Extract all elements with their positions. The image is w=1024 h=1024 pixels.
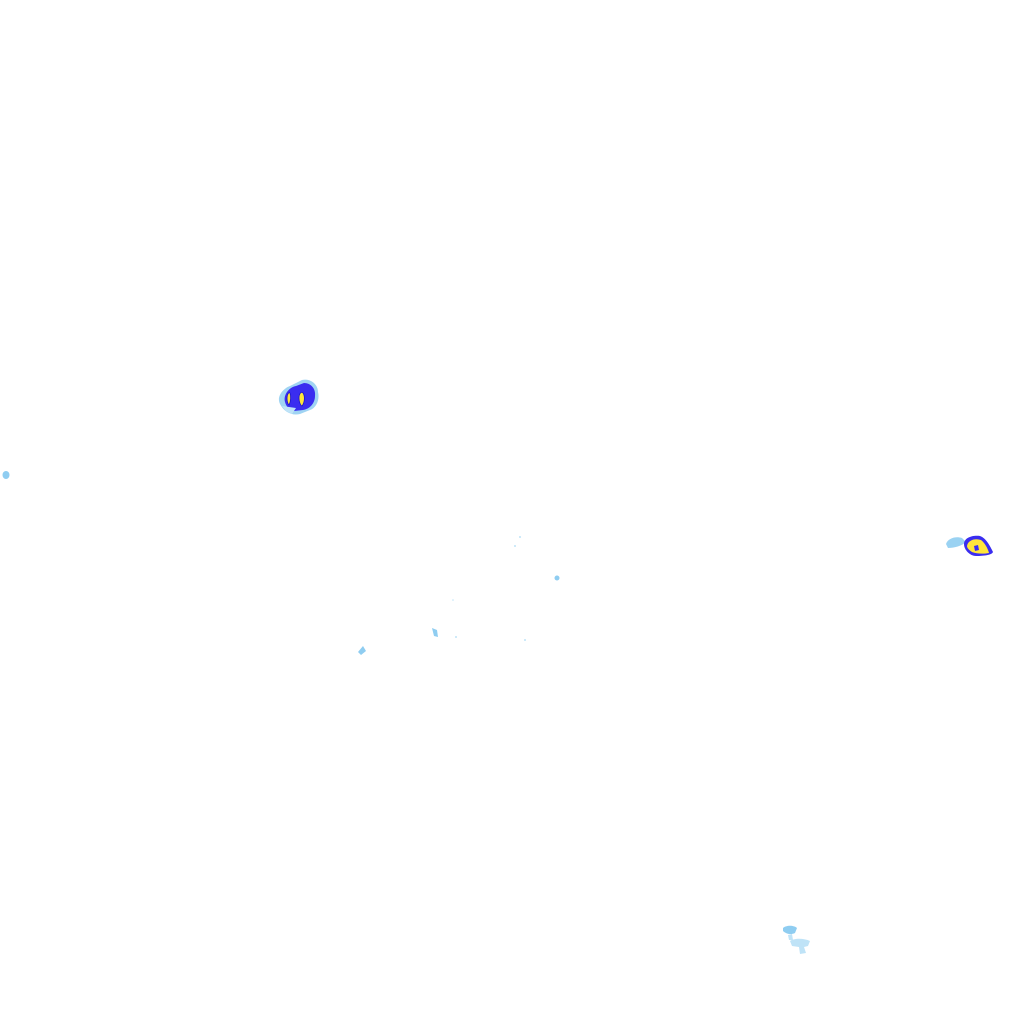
precip-extreme-core [286,392,292,406]
precip-light-patch [790,938,810,954]
precip-light-patch [783,925,797,935]
precip-light-patch [788,934,793,940]
precip-trace-spot [524,639,526,641]
precip-cell-central-scatter [358,536,560,655]
precip-trace-spot [452,599,454,601]
precip-light-arm [946,537,966,548]
precip-cell-east-edge [946,535,993,556]
precip-heavy-spot [974,545,979,551]
precip-trace-spot [514,545,516,547]
precip-light-spot [554,575,560,581]
precip-trace-spot [455,636,457,638]
precip-extreme-core [298,391,305,407]
precip-light-spot [2,471,10,479]
precip-cell-west-edge [2,471,10,479]
precip-light-spot [432,628,438,637]
precip-light-tail [282,406,296,414]
precip-light-spot [358,646,366,655]
precip-cell-south [783,925,810,954]
precip-cell-northwest [278,379,319,415]
precip-trace-spot [519,536,521,538]
